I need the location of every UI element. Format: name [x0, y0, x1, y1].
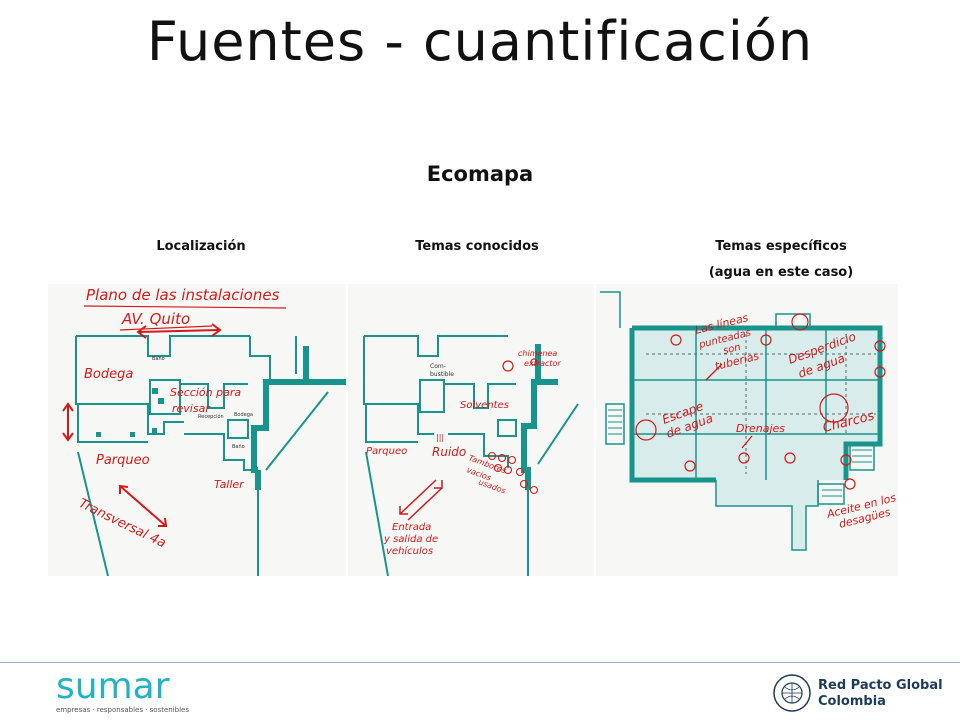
sumar-logo-word: sumar	[56, 666, 170, 707]
plan-columns	[96, 388, 164, 437]
note-entrada-2: y salida de	[383, 534, 438, 545]
slide-title: Fuentes - cuantificación	[146, 10, 814, 73]
note-ruido: Ruido	[432, 445, 466, 459]
plan-street-diagonal	[265, 391, 329, 471]
column-label-temas-conocidos: Temas conocidos	[415, 239, 539, 254]
column-label-temas-especificos-line1: Temas específicos	[715, 239, 847, 254]
floorplan-temas-conocidos: Com- bustible chimenea extractor Solvent…	[348, 284, 594, 576]
plan-paper	[48, 284, 346, 576]
note-parqueo-2: Parqueo	[366, 446, 407, 457]
floorplan-temas-especificos: Las líneas punteadas son tuberías Desper…	[596, 284, 898, 576]
plan2-street-left	[365, 451, 389, 576]
sumar-logo-tagline: empresas · responsables · sostenibles	[56, 706, 190, 714]
note-combustible-2: bustible	[430, 371, 454, 378]
note-avenida-underline	[119, 325, 213, 331]
arrow-avenida	[136, 323, 222, 339]
note-seccion-2: revisar	[172, 402, 211, 415]
column-label-temas-especificos: Temas específicos (agua en este caso)	[656, 234, 906, 286]
note-combustible-1: Com-	[430, 363, 446, 370]
floorplan-localizacion: Baño Recepción Bodega Baño Plano de las …	[48, 284, 346, 576]
note-plano: Plano de las instalaciones	[86, 286, 280, 304]
plan3-inner-walls	[600, 291, 880, 551]
slide-subtitle: Ecomapa	[426, 162, 534, 186]
plan2-paper	[348, 284, 594, 576]
note-taller: Taller	[214, 478, 245, 491]
column-label-localizacion: Localización	[156, 239, 246, 254]
plan2-street-diagonal	[537, 403, 579, 465]
plan-label-reception: Recepción	[198, 413, 224, 420]
marker-chimenea	[502, 360, 514, 372]
note-chimenea-1: chimenea	[518, 349, 557, 358]
note-chimenea-2: extractor	[524, 359, 561, 368]
column-label-temas-especificos-line2: (agua en este caso)	[708, 265, 854, 280]
note-parqueo: Parqueo	[96, 453, 150, 468]
global-compact-seal-icon	[773, 674, 811, 712]
arrow-transversal	[119, 484, 168, 527]
note-bodega: Bodega	[84, 367, 133, 382]
note-ruido-marks: |||	[436, 433, 444, 442]
red-pacto-global-line1: Red Pacto Global	[818, 678, 943, 693]
arrow-vertical	[62, 402, 74, 442]
footer-divider	[0, 662, 960, 663]
plan-label-bath-small: Baño	[232, 444, 245, 450]
marker-chimenea-2	[530, 358, 538, 366]
note-seccion-1: Sección para	[170, 386, 241, 399]
red-pacto-global-line2: Colombia	[818, 694, 886, 709]
note-avenida: AV. Quito	[121, 310, 190, 328]
plan-walls	[75, 335, 297, 471]
plan3-pipes	[646, 334, 876, 474]
note-plano-underline	[83, 305, 287, 309]
plan2-thick-wall	[521, 344, 541, 490]
floorplan-temas-especificos-drawing: Las líneas punteadas son tuberías Desper…	[596, 284, 898, 576]
floorplan-localizacion-drawing: Baño Recepción Bodega Baño Plano de las …	[48, 284, 346, 576]
arrow-drenajes	[741, 435, 753, 449]
floorplan-temas-conocidos-drawing: Com- bustible chimenea extractor Solvent…	[348, 284, 594, 576]
note-solventes: Solventes	[460, 400, 509, 411]
plan-street-edge-left	[77, 451, 109, 576]
arrow-entrada	[399, 479, 443, 521]
plan3-stairs	[608, 409, 872, 497]
note-entrada-1: Entrada	[392, 522, 431, 533]
arrow-lineas	[705, 363, 723, 381]
note-lineas-3: son	[722, 342, 742, 357]
red-pacto-global-logo: Red Pacto Global Colombia	[772, 672, 943, 714]
note-drenajes: Drenajes	[736, 422, 785, 435]
plan3-drain-markers	[635, 313, 886, 490]
red-pacto-global-text: Red Pacto Global Colombia	[818, 678, 943, 710]
sumar-logo: sumar empresas · responsables · sostenib…	[56, 666, 190, 715]
plan-label-storage: Bodega	[234, 412, 253, 418]
drum-circles	[487, 451, 539, 495]
plan-label-bath: Baño	[152, 356, 165, 362]
note-entrada-3: vehículos	[386, 545, 433, 557]
